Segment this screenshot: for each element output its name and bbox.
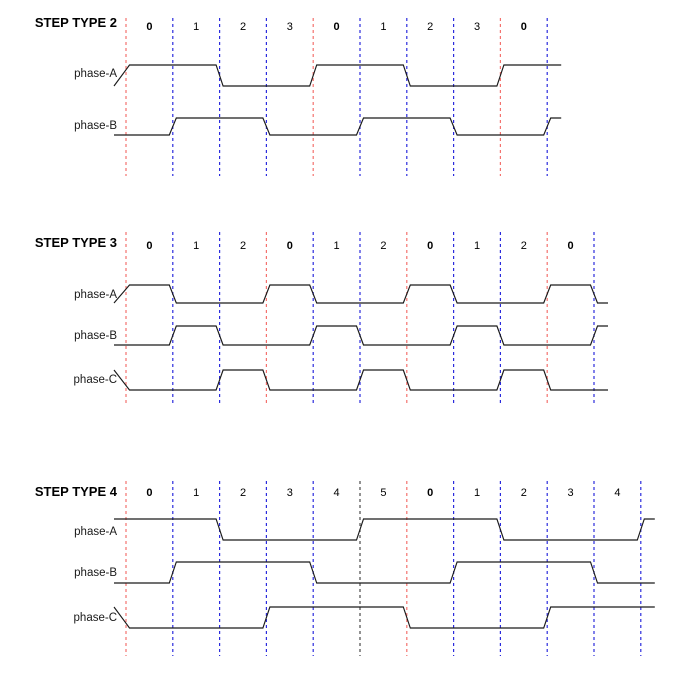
step-label-2-3: 0 [287, 240, 293, 252]
signal-label-phase-C: phase-C [74, 374, 117, 386]
step-label-3-10: 4 [614, 487, 620, 499]
step-label-3-0: 0 [146, 487, 152, 499]
step-label-1-3: 3 [287, 21, 293, 33]
signal-label-phase-B: phase-B [74, 120, 117, 132]
step-label-1-4: 0 [334, 21, 340, 33]
step-label-2-1: 1 [193, 240, 199, 252]
signal-label-phase-B: phase-B [74, 567, 117, 579]
step-label-3-6: 0 [427, 487, 433, 499]
step-label-2-2: 2 [240, 240, 246, 252]
section-title-2: STEP TYPE 3 [35, 235, 117, 250]
step-label-3-9: 3 [568, 487, 574, 499]
waveform-phase-B-1 [114, 117, 562, 136]
step-label-3-2: 2 [240, 487, 246, 499]
section-title-3: STEP TYPE 4 [35, 484, 118, 499]
step-label-3-7: 1 [474, 487, 480, 499]
waveform-phase-A-3 [114, 518, 655, 541]
signal-label-phase-C: phase-C [74, 612, 117, 624]
signal-label-phase-B: phase-B [74, 330, 117, 342]
timing-section-2: STEP TYPE 3 0 1 2 0 1 2 0 1 2 0 phase-A phase-B phase… [35, 232, 608, 404]
step-label-1-0: 0 [146, 21, 152, 33]
step-label-1-5: 1 [380, 21, 386, 33]
step-label-1-2: 2 [240, 21, 246, 33]
step-label-1-8: 0 [521, 21, 527, 33]
step-label-1-1: 1 [193, 21, 199, 33]
waveform-phase-A-2 [113, 284, 608, 304]
waveform-phase-C-3 [113, 606, 655, 629]
waveform-phase-C-2 [113, 369, 608, 391]
step-label-2-5: 2 [380, 240, 386, 252]
step-label-3-3: 3 [287, 487, 293, 499]
waveform-phase-B-2 [114, 325, 608, 346]
signal-label-phase-A: phase-A [74, 68, 117, 80]
step-label-2-8: 2 [521, 240, 527, 252]
step-label-2-9: 0 [568, 240, 574, 252]
waveform-phase-B-3 [114, 561, 655, 584]
step-label-2-4: 1 [334, 240, 340, 252]
step-label-3-4: 4 [334, 487, 340, 499]
step-label-2-0: 0 [146, 240, 152, 252]
step-label-2-6: 0 [427, 240, 433, 252]
step-label-1-6: 2 [427, 21, 433, 33]
timing-section-3: STEP TYPE 4 0 1 2 3 4 5 0 1 2 3 4 phase-A phase-B phas… [35, 481, 655, 656]
step-label-3-5: 5 [380, 487, 386, 499]
step-label-1-7: 3 [474, 21, 480, 33]
signal-label-phase-A: phase-A [74, 526, 117, 538]
step-label-3-1: 1 [193, 487, 199, 499]
timing-section-1: STEP TYPE 2 0 1 2 3 0 1 2 3 0 phase-A phase-B [35, 15, 562, 176]
section-title-1: STEP TYPE 2 [35, 15, 117, 30]
signal-label-phase-A: phase-A [74, 289, 117, 301]
step-label-3-8: 2 [521, 487, 527, 499]
waveform-phase-A-1 [113, 64, 562, 87]
step-label-2-7: 1 [474, 240, 480, 252]
